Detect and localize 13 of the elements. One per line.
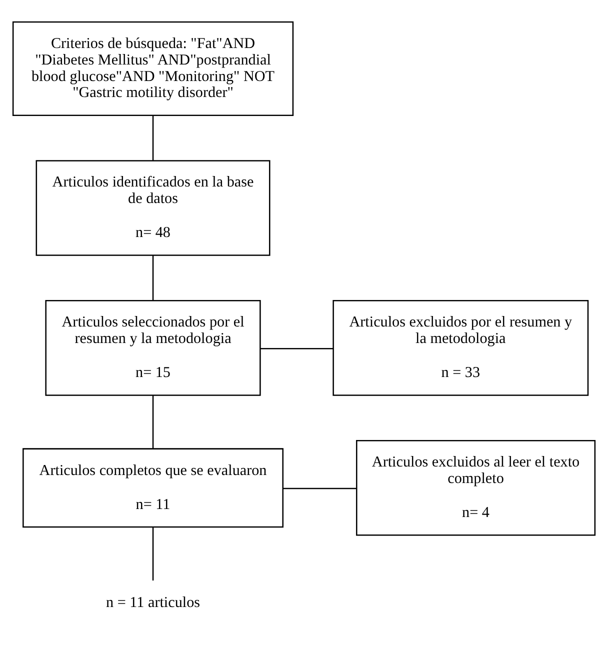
node-box: Articulos completos que se evaluaron n= 11 <box>22 448 284 528</box>
node-box: Criterios de búsqueda: "Fat"AND "Diabetes Mellitus" AND"postprandial blood glucose"AND "Monitoring" NOT "Gastric motility disorder" <box>12 21 294 116</box>
node-text: n = 11 articulos <box>106 595 200 612</box>
connector <box>260 348 334 350</box>
connector <box>282 488 357 490</box>
node-box: Articulos excluidos por el resumen y la metodologia n = 33 <box>332 300 589 396</box>
node-box: Articulos excluidos al leer el texto completo n= 4 <box>356 440 596 536</box>
connector <box>152 395 154 448</box>
node-box: Articulos identificados en la base de datos n= 48 <box>36 160 270 256</box>
node-box: Articulos seleccionados por el resumen y la metodologia n= 15 <box>45 300 261 396</box>
connector <box>152 255 154 301</box>
connector <box>152 115 154 161</box>
connector <box>152 527 154 581</box>
